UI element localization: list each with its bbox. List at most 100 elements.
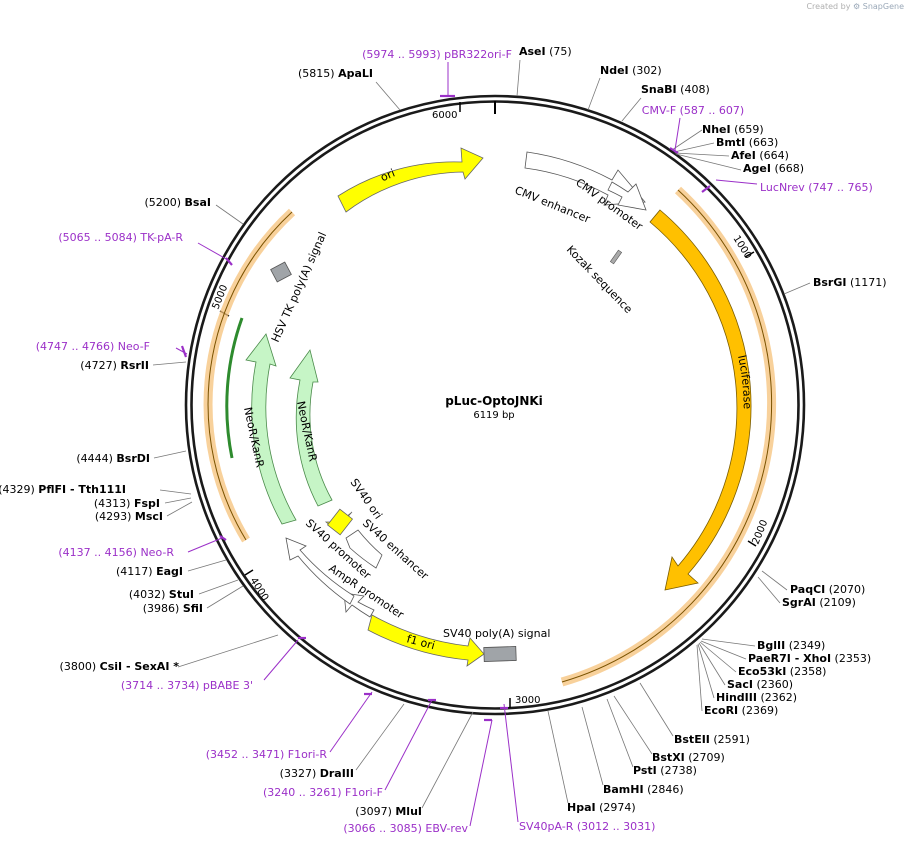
site-position: (2974) — [596, 801, 636, 814]
restriction-site-label[interactable]: BamHI (2846) — [603, 783, 684, 796]
primer-label[interactable]: (4137 .. 4156) Neo-R — [58, 546, 174, 559]
primer-label[interactable]: (5974 .. 5993) pBR322ori-F — [362, 48, 512, 61]
restriction-site-label[interactable]: (4444) BsrDI — [76, 452, 150, 465]
site-leader-line — [187, 559, 227, 572]
restriction-site-label[interactable]: (4293) MscI — [95, 510, 163, 523]
primer-leader-line — [503, 703, 519, 823]
restriction-site-label[interactable]: Eco53kI (2358) — [738, 665, 826, 678]
primer-label[interactable]: (3714 .. 3734) pBABE 3' — [121, 679, 253, 692]
restriction-site-label[interactable]: EcoRI (2369) — [704, 704, 778, 717]
restriction-site-label[interactable]: (3097) MluI — [355, 805, 422, 818]
primer-sites: (5974 .. 5993) pBR322ori-F CMV-F (587 .. … — [36, 48, 873, 835]
restriction-site-label[interactable]: NdeI (302) — [600, 64, 662, 77]
luciferase-primer-line — [561, 189, 773, 683]
restriction-site-label[interactable]: PaqCI (2070) — [790, 583, 865, 596]
site-leader-line — [700, 640, 747, 660]
restriction-site-label[interactable]: (3327) DraIII — [280, 767, 354, 780]
restriction-site-label[interactable]: (3800) CsiI - SexAI * — [60, 660, 180, 673]
restriction-site-label[interactable]: (4329) PflFI - Tth111I — [0, 483, 126, 496]
feature-neor-kanr-arrow[interactable] — [245, 333, 297, 525]
restriction-site-label[interactable]: (5200) BsaI — [144, 196, 211, 209]
neor-green-primer-line — [225, 317, 244, 459]
site-position: (668) — [771, 162, 804, 175]
site-leader-line — [152, 361, 187, 366]
site-leader-line — [674, 152, 730, 157]
restriction-site-label[interactable]: NheI (659) — [702, 123, 764, 136]
site-position: (4293) — [95, 510, 135, 523]
restriction-site-label[interactable]: BstEII (2591) — [674, 733, 750, 746]
feature-sv40-enhancer-arrow[interactable] — [345, 529, 383, 569]
primer-label[interactable]: SV40pA-R (3012 .. 3031) — [519, 820, 655, 833]
restriction-site-label[interactable]: (3986) SfiI — [143, 602, 203, 615]
restriction-site-label[interactable]: PstI (2738) — [633, 764, 697, 777]
site-name: BsaI — [185, 196, 211, 209]
backbone-outer-ring — [184, 94, 806, 716]
restriction-site-label[interactable]: (4032) StuI — [129, 588, 194, 601]
feature-sv40-polya[interactable] — [483, 646, 517, 662]
site-position: (659) — [731, 123, 764, 136]
feature-sv40-promoter-arrow[interactable] — [285, 537, 355, 605]
neor-primer-line — [207, 211, 293, 541]
restriction-site-label[interactable]: AgeI (668) — [743, 162, 804, 175]
feature-label-kozak: Kozak sequence — [564, 243, 635, 316]
site-leader-line — [421, 711, 474, 809]
feature-kozak-sequence[interactable] — [609, 249, 623, 265]
site-name: SfiI — [183, 602, 203, 615]
primer-leader-line — [715, 179, 758, 185]
site-name: BsrGI — [813, 276, 846, 289]
restriction-site-label[interactable]: BstXI (2709) — [652, 751, 725, 764]
site-leader-line — [159, 489, 192, 495]
primer-label[interactable]: (5065 .. 5084) TK-pA-R — [58, 231, 183, 244]
site-leader-line — [671, 129, 703, 151]
site-name: AgeI — [743, 162, 771, 175]
site-leader-line — [757, 576, 781, 604]
restriction-site-label[interactable]: SgrAI (2109) — [782, 596, 856, 609]
feature-hsv-tk-polya[interactable] — [270, 261, 292, 283]
feature-sv40-ori-box[interactable] — [326, 508, 354, 536]
restriction-sites: AseI (75) NdeI (302) SnaBI (408) NheI (659)… — [0, 45, 887, 818]
primer-label[interactable]: (4747 .. 4766) Neo-F — [36, 340, 150, 353]
site-name: EcoRI — [704, 704, 738, 717]
restriction-site-label[interactable]: (4313) FspI — [94, 497, 160, 510]
site-leader-line — [547, 710, 569, 804]
restriction-site-label[interactable]: AfeI (664) — [731, 149, 789, 162]
restriction-site-label[interactable]: AseI (75) — [519, 45, 572, 58]
site-leader-line — [699, 641, 737, 673]
restriction-site-label[interactable]: (4117) EagI — [116, 565, 183, 578]
primer-label[interactable]: CMV-F (587 .. 607) — [642, 104, 744, 117]
site-position: (3800) — [60, 660, 100, 673]
primer-label[interactable]: (3066 .. 3085) EBV-rev — [343, 822, 468, 835]
primer-leader-line — [187, 537, 223, 553]
site-position: (2846) — [644, 783, 684, 796]
restriction-site-label[interactable]: HindIII (2362) — [716, 691, 797, 704]
feature-luciferase-arrow[interactable] — [649, 209, 752, 591]
tick-mark — [744, 251, 755, 258]
site-position: (2591) — [710, 733, 750, 746]
restriction-site-label[interactable]: (4727) RsrII — [80, 359, 149, 372]
restriction-site-label[interactable]: BmtI (663) — [716, 136, 778, 149]
restriction-site-label[interactable]: HpaI (2974) — [567, 801, 636, 814]
feature-ori-arrow[interactable] — [337, 147, 484, 213]
site-name: EagI — [156, 565, 183, 578]
site-position: (2362) — [757, 691, 797, 704]
site-name: AseI — [519, 45, 546, 58]
restriction-site-label[interactable]: PaeR7I - XhoI (2353) — [748, 652, 871, 665]
site-leader-line — [164, 497, 192, 504]
primer-binding-mark — [225, 257, 233, 266]
site-position: (2070) — [825, 583, 865, 596]
restriction-site-label[interactable]: SacI (2360) — [727, 678, 793, 691]
feature-cmv-promoter-arrow[interactable] — [607, 181, 647, 211]
restriction-site-label[interactable]: BsrGI (1171) — [813, 276, 887, 289]
site-name: BstEII — [674, 733, 710, 746]
primer-label[interactable]: (3452 .. 3471) F1ori-R — [206, 748, 328, 761]
feature-f1-ori-arrow[interactable] — [367, 614, 485, 667]
primer-label[interactable]: (3240 .. 3261) F1ori-F — [263, 786, 383, 799]
restriction-site-label[interactable]: (5815) ApaLI — [298, 67, 373, 80]
feature-neor-kanr-inner-arrow[interactable] — [289, 349, 333, 507]
primer-label[interactable]: LucNrev (747 .. 765) — [760, 181, 873, 194]
site-position: (664) — [756, 149, 789, 162]
primer-leader-line — [469, 719, 493, 827]
restriction-site-label[interactable]: BglII (2349) — [757, 639, 825, 652]
restriction-site-label[interactable]: SnaBI (408) — [641, 83, 710, 96]
